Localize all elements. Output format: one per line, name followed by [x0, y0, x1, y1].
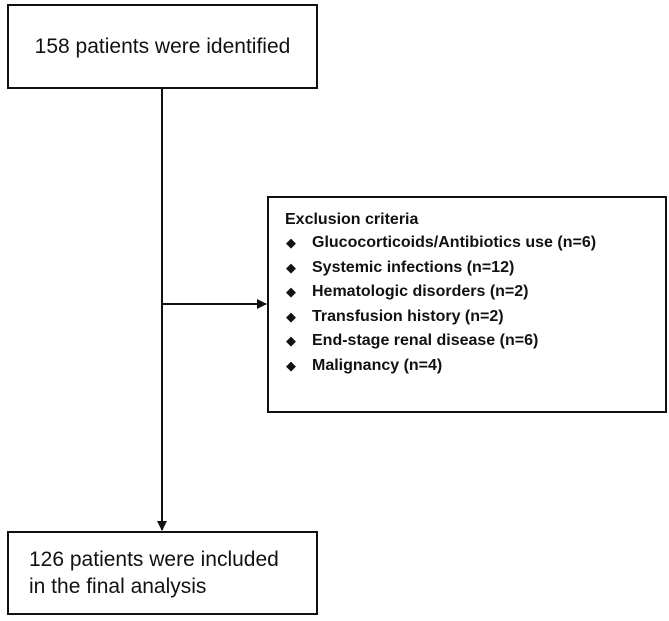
identified-patients-box: 158 patients were identified	[7, 4, 318, 89]
diamond-bullet-icon: ◆	[286, 259, 296, 275]
exclusion-item: ◆ Hematologic disorders (n=2)	[285, 280, 665, 305]
exclusion-criteria-box: Exclusion criteria ◆ Glucocorticoids/Anti…	[267, 196, 667, 413]
exclusion-item: ◆ Malignancy (n=4)	[285, 354, 665, 379]
exclusion-item: ◆ Glucocorticoids/Antibiotics use (n=6)	[285, 231, 665, 256]
exclusion-criteria-list: ◆ Glucocorticoids/Antibiotics use (n=6) ◆…	[285, 231, 665, 378]
diamond-bullet-icon: ◆	[286, 357, 296, 373]
exclusion-criteria-title: Exclusion criteria	[285, 211, 419, 228]
exclusion-item: ◆ Systemic infections (n=12)	[285, 256, 665, 281]
exclusion-item-label: Malignancy (n=4)	[312, 356, 443, 374]
exclusion-item: ◆ Transfusion history (n=2)	[285, 305, 665, 330]
diamond-bullet-icon: ◆	[286, 333, 296, 348]
included-patients-line1: 126 patients were included	[29, 548, 279, 571]
exclusion-item-label: Systemic infections (n=12)	[312, 258, 515, 276]
exclusion-item-label: Hematologic disorders (n=2)	[312, 283, 529, 300]
diamond-bullet-icon: ◆	[286, 284, 296, 299]
included-patients-line2: in the final analysis	[29, 575, 207, 598]
exclusion-item-label: Glucocorticoids/Antibiotics use (n=6)	[312, 234, 597, 251]
diamond-bullet-icon: ◆	[286, 308, 296, 324]
exclusion-item-label: End-stage renal disease (n=6)	[312, 332, 539, 349]
diamond-bullet-icon: ◆	[286, 235, 296, 250]
identified-patients-text: 158 patients were identified	[34, 34, 291, 58]
exclusion-item: ◆ End-stage renal disease (n=6)	[285, 329, 665, 354]
exclusion-item-label: Transfusion history (n=2)	[312, 307, 504, 325]
included-patients-box: 126 patients were included in the final …	[7, 531, 318, 615]
